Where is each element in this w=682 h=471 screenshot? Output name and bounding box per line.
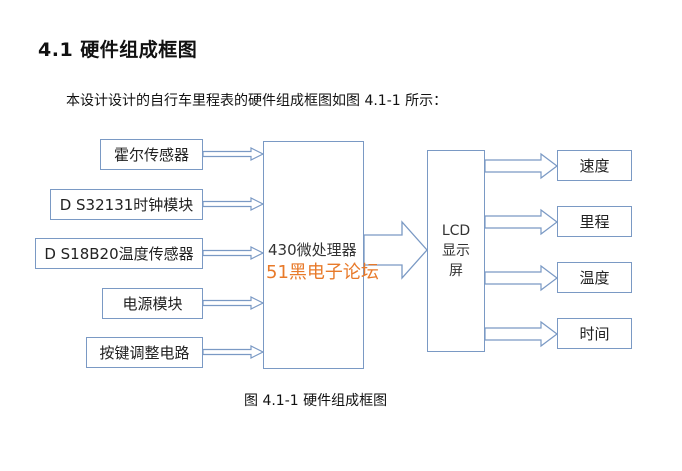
- processor-label: 430微处理器: [268, 241, 357, 259]
- input-label: 霍尔传感器: [113, 146, 189, 164]
- input-box-temperature-sensor: D S18B20温度传感器: [35, 238, 203, 269]
- arrow-keys-to-mcu: [202, 345, 264, 359]
- input-label: 按键调整电路: [99, 344, 190, 362]
- input-label: D S18B20温度传感器: [44, 245, 194, 263]
- output-box-speed: 速度: [557, 150, 632, 181]
- input-box-power-module: 电源模块: [102, 288, 203, 319]
- input-label: 电源模块: [122, 295, 183, 313]
- output-label: 里程: [579, 213, 610, 231]
- output-label: 时间: [579, 325, 610, 343]
- arrow-lcd-to-time: [484, 320, 558, 348]
- intro-paragraph: 本设计设计的自行车里程表的硬件组成框图如图 4.1-1 所示：: [66, 93, 448, 109]
- processor-box: [263, 141, 364, 369]
- input-box-hall-sensor: 霍尔传感器: [100, 139, 203, 170]
- arrow-temp-to-mcu: [202, 246, 264, 260]
- section-heading: 4.1 硬件组成框图: [38, 39, 198, 61]
- input-box-key-circuit: 按键调整电路: [86, 337, 203, 368]
- arrow-mcu-to-lcd: [363, 220, 428, 280]
- input-label: D S32131时钟模块: [59, 196, 194, 214]
- lcd-box: LCD 显示 屏: [427, 150, 485, 352]
- output-box-time: 时间: [557, 318, 632, 349]
- lcd-label-line: LCD: [441, 223, 471, 239]
- output-label: 温度: [579, 269, 610, 287]
- lcd-label-line: 显示: [442, 243, 470, 259]
- arrow-hall-to-mcu: [202, 147, 264, 161]
- output-box-mileage: 里程: [557, 206, 632, 237]
- lcd-label-line: 屏: [449, 263, 463, 279]
- watermark: 51黑电子论坛: [266, 262, 379, 283]
- arrow-lcd-to-temperature: [484, 264, 558, 292]
- arrow-power-to-mcu: [202, 296, 264, 310]
- arrow-clock-to-mcu: [202, 197, 264, 211]
- output-box-temperature: 温度: [557, 262, 632, 293]
- input-box-clock-module: D S32131时钟模块: [50, 189, 203, 220]
- figure-caption: 图 4.1-1 硬件组成框图: [244, 393, 388, 409]
- arrow-lcd-to-mileage: [484, 208, 558, 236]
- output-label: 速度: [579, 157, 610, 175]
- arrow-lcd-to-speed: [484, 152, 558, 180]
